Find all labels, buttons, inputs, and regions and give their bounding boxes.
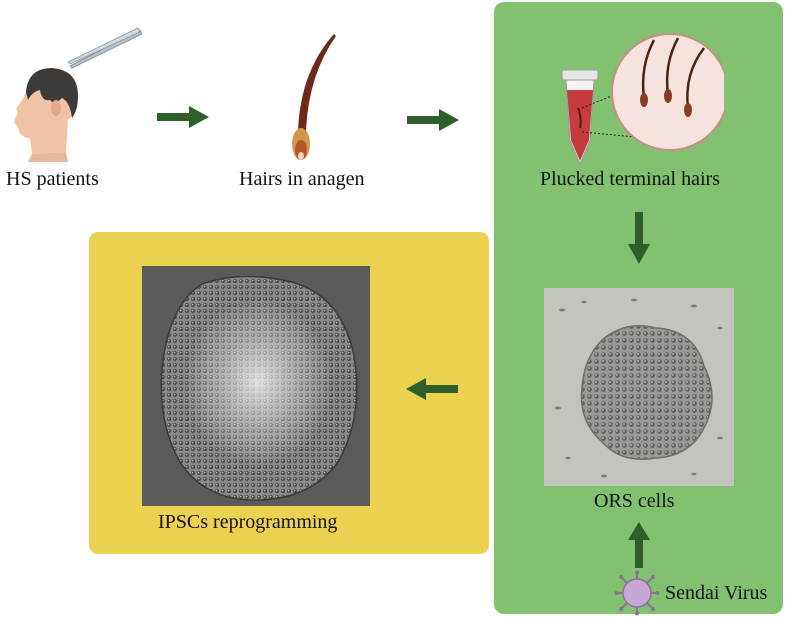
- virus-icon: [614, 570, 660, 616]
- ors-cells-image: [544, 288, 734, 486]
- hs-patients-label: HS patients: [6, 168, 99, 190]
- tube-icon: [558, 68, 602, 168]
- sendai-virus-label: Sendai Virus: [665, 582, 768, 604]
- arrow-right-2: [405, 108, 461, 132]
- arrow-down: [627, 210, 651, 266]
- arrow-right-1: [155, 105, 211, 129]
- arrow-left: [404, 377, 460, 401]
- tweezers-icon: [64, 26, 144, 70]
- ipscs-image: [142, 266, 370, 506]
- arrow-up: [627, 520, 651, 570]
- ipscs-label: IPSCs reprogramming: [158, 511, 338, 533]
- patient-head-icon: [6, 62, 86, 162]
- plucked-hairs-label: Plucked terminal hairs: [540, 168, 720, 190]
- hairs-anagen-label: Hairs in anagen: [239, 168, 365, 190]
- hair-follicle-icon: [280, 32, 340, 166]
- ors-cells-label: ORS cells: [594, 490, 675, 512]
- magnified-hairs-icon: [574, 30, 724, 160]
